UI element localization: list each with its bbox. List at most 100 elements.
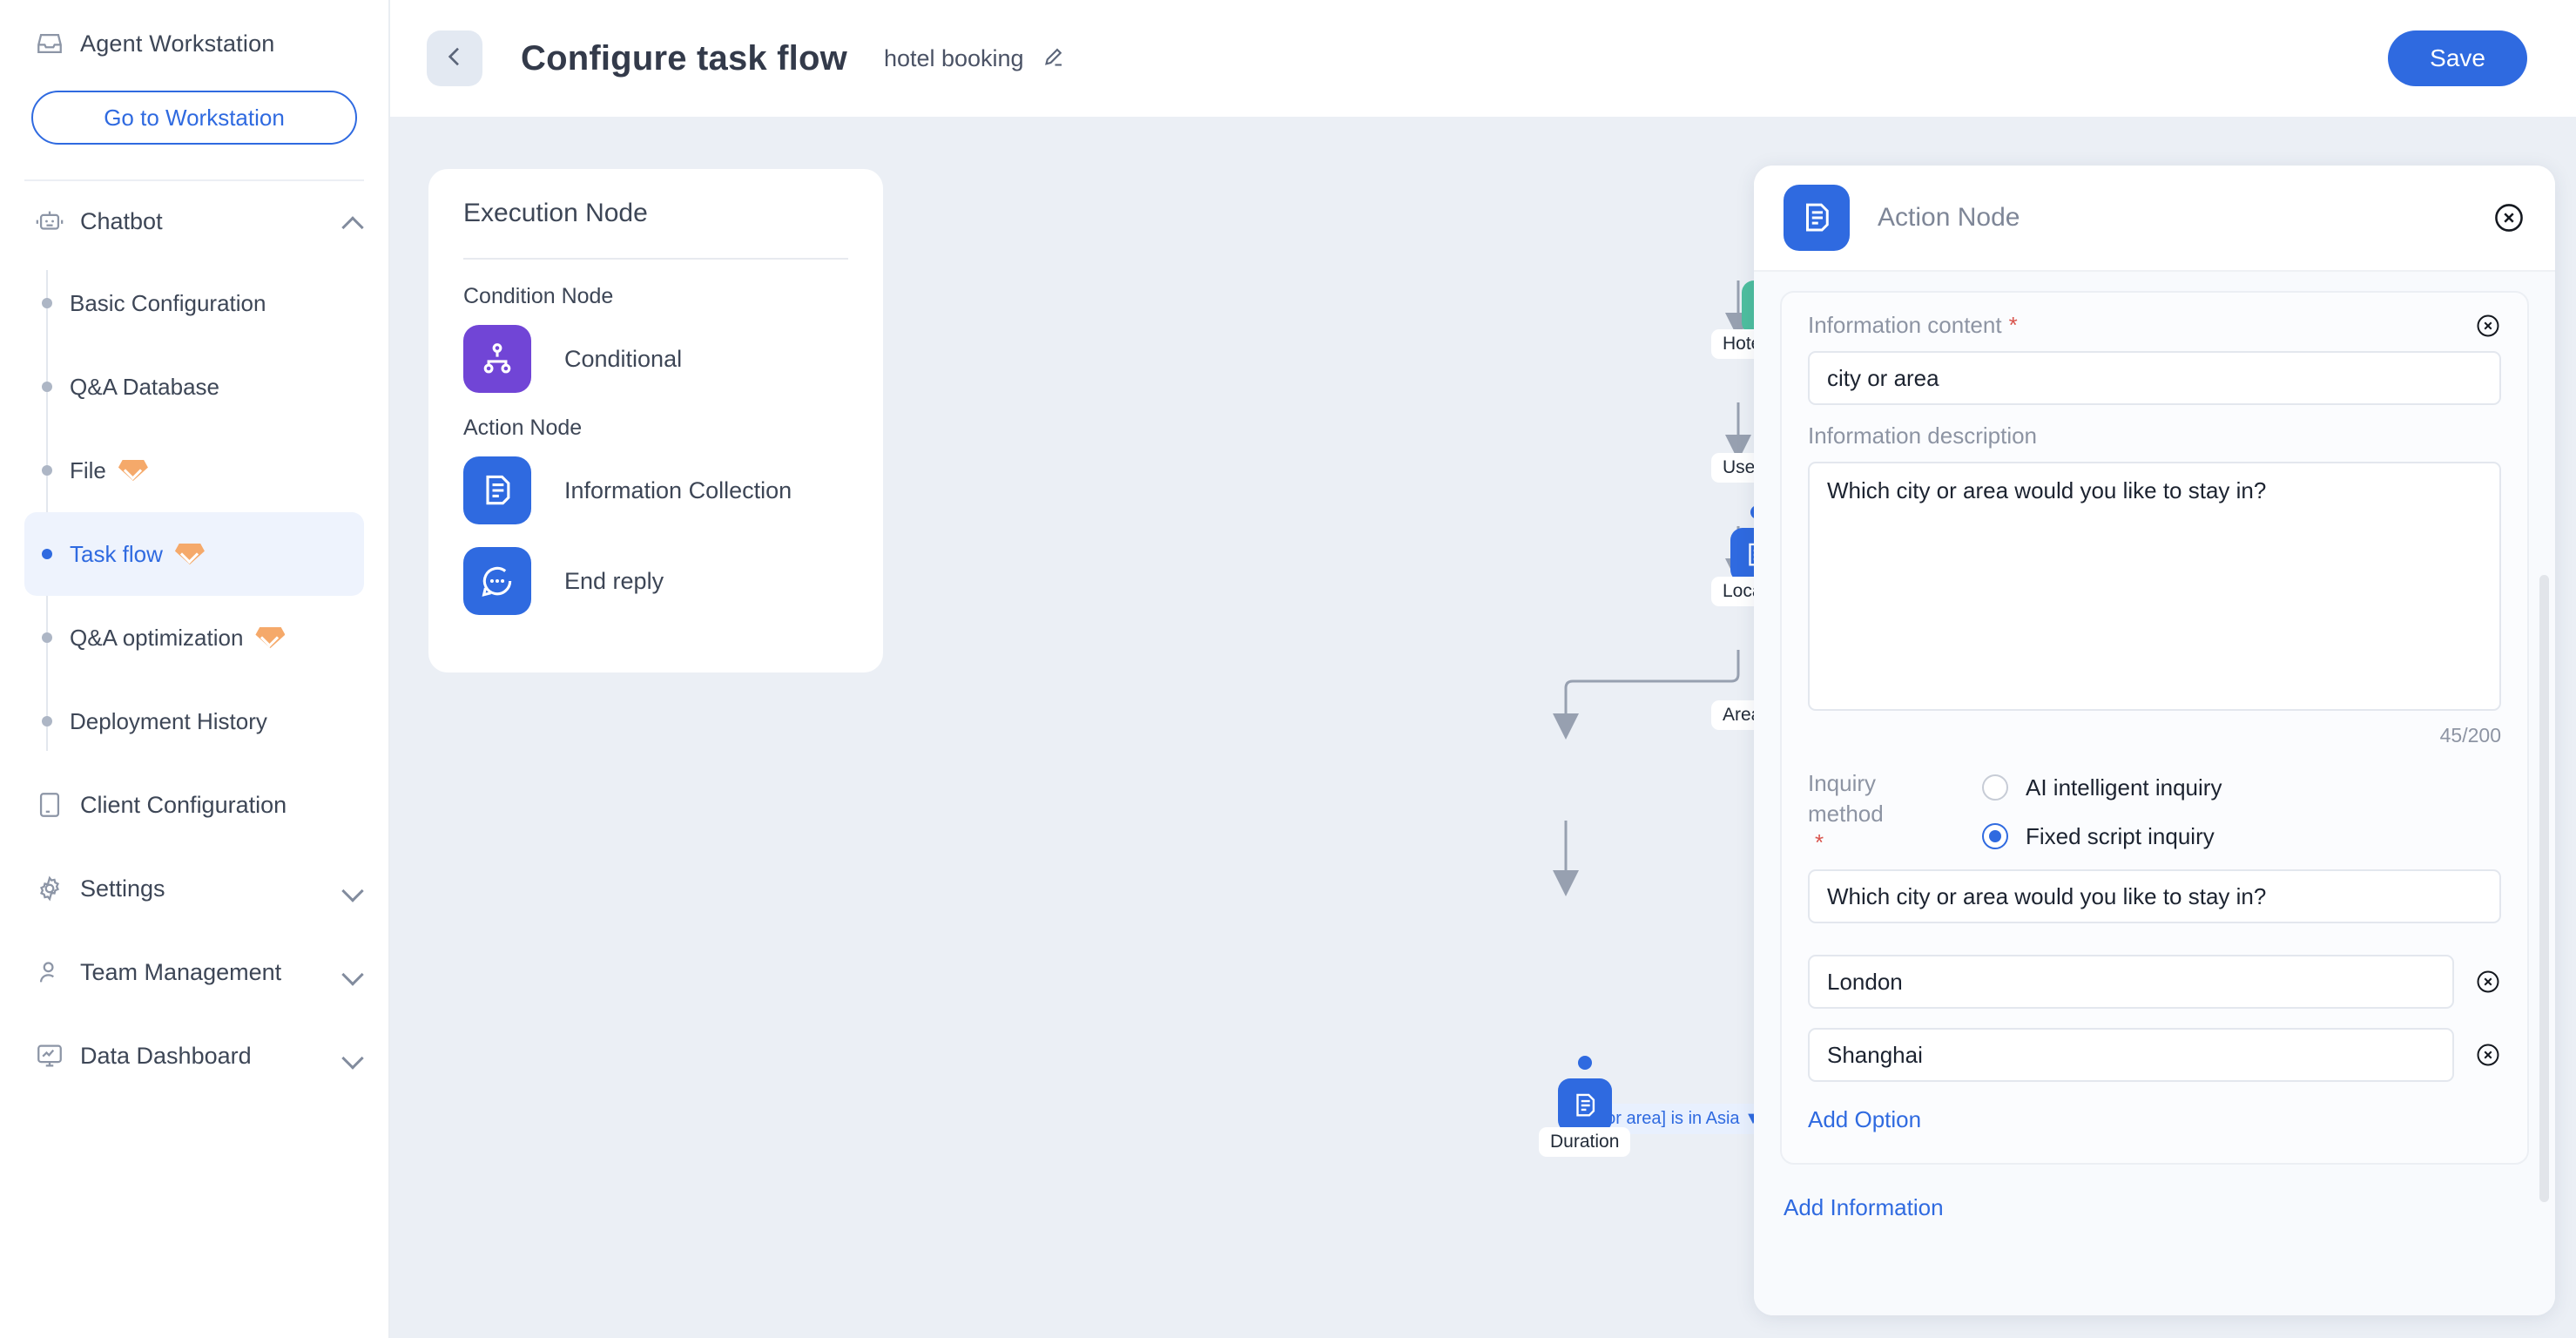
radio-fixed-script-inquiry[interactable]: Fixed script inquiry [1982, 812, 2501, 861]
bullet-dot [42, 465, 52, 476]
flow-node-duration[interactable]: Duration [1539, 1056, 1631, 1157]
execution-node-palette: Execution Node Condition Node Conditiona… [428, 169, 883, 672]
sidebar-item-label: Basic Configuration [70, 289, 266, 316]
sidebar-item-label: File [70, 456, 106, 483]
add-option-link[interactable]: Add Option [1808, 1106, 1922, 1132]
back-button[interactable] [427, 30, 482, 86]
new-badge-icon [255, 627, 285, 648]
palette-section-condition-title: Condition Node [463, 284, 614, 308]
panel-header: Action Node [1754, 166, 2555, 272]
required-marker: * [2008, 312, 2018, 338]
palette-item-conditional[interactable]: Conditional [463, 325, 848, 393]
inbox-icon [35, 29, 64, 58]
palette-item-end-reply[interactable]: End reply [463, 547, 848, 615]
fixed-script-input[interactable] [1808, 869, 2501, 923]
sidebar-item-basic-configuration[interactable]: Basic Configuration [24, 261, 364, 345]
radio-label: Fixed script inquiry [2026, 822, 2215, 849]
sidebar-item-client-configuration[interactable]: Client Configuration [24, 763, 364, 847]
sidebar-sub-list: Basic Configuration Q&A Database File Ta… [24, 261, 364, 763]
robot-icon [35, 206, 64, 236]
sidebar-item-deployment-history[interactable]: Deployment History [24, 679, 364, 763]
option-row-london [1808, 955, 2501, 1009]
node-port[interactable] [1577, 1056, 1592, 1070]
character-counter: 45/200 [2439, 724, 2501, 747]
information-description-label: Information description [1808, 422, 2038, 449]
brand-label: Agent Workstation [80, 30, 275, 57]
palette-title: Execution Node [463, 199, 648, 227]
main-area: Configure task flow hotel booking Save E… [390, 0, 2576, 1338]
inquiry-method-options: AI intelligent inquiry Fixed script inqu… [1982, 763, 2501, 861]
sidebar-item-file[interactable]: File [24, 429, 364, 512]
sidebar-group-chatbot[interactable]: Chatbot [24, 181, 364, 261]
new-badge-icon [175, 544, 205, 564]
palette-section-action-title: Action Node [463, 416, 583, 440]
radio-button[interactable] [1982, 823, 2008, 849]
sidebar-item-team-management[interactable]: Team Management [24, 930, 364, 1014]
sidebar-item-qa-optimization[interactable]: Q&A optimization [24, 596, 364, 679]
palette-item-information-collection[interactable]: Information Collection [463, 456, 848, 524]
document-icon [1784, 185, 1850, 251]
inquiry-method-block: Inquiry method* AI intelligent inquiry F… [1808, 763, 2501, 861]
required-marker: * [1815, 829, 1824, 856]
option-row-shanghai [1808, 1028, 2501, 1082]
new-badge-icon [118, 460, 148, 481]
top-bar: Configure task flow hotel booking Save [390, 0, 2576, 117]
inquiry-method-label-line2: method [1808, 801, 1884, 828]
sidebar-item-label: Data Dashboard [80, 1042, 252, 1069]
panel-scrollbar[interactable] [2539, 575, 2549, 1202]
chevron-down-icon [341, 961, 364, 983]
sidebar-item-settings[interactable]: Settings [24, 847, 364, 930]
information-description-label-row: Information description [1808, 422, 2501, 449]
panel-title: Action Node [1878, 203, 2020, 232]
flow-node-label: Duration [1539, 1127, 1631, 1157]
sidebar-divider [24, 179, 364, 181]
palette-item-label: Conditional [564, 345, 683, 372]
sidebar-group-label: Chatbot [80, 207, 163, 234]
bullet-dot [42, 716, 52, 726]
remove-option-icon[interactable] [2475, 969, 2501, 995]
chevron-down-icon [341, 877, 364, 900]
palette-item-label: End reply [564, 567, 664, 594]
radio-button[interactable] [1982, 774, 2008, 801]
sidebar-item-label: Team Management [80, 958, 282, 985]
sidebar-item-label: Client Configuration [80, 791, 287, 818]
action-node-panel: Action Node Information content * [1754, 166, 2555, 1315]
chevron-down-icon [341, 1044, 364, 1067]
sidebar-item-label: Settings [80, 875, 165, 902]
chat-bubble-icon [463, 547, 531, 615]
remove-option-icon[interactable] [2475, 1042, 2501, 1068]
arrow-left-icon [441, 43, 469, 75]
sidebar-item-qa-database[interactable]: Q&A Database [24, 345, 364, 429]
add-information-link[interactable]: Add Information [1784, 1194, 1944, 1220]
sitemap-icon [463, 325, 531, 393]
gear-icon [35, 874, 64, 903]
option-input[interactable] [1808, 1028, 2454, 1082]
pencil-icon[interactable] [1040, 45, 1066, 71]
close-circle-icon[interactable] [2492, 201, 2525, 234]
bullet-dot [42, 549, 52, 559]
go-to-workstation-button[interactable]: Go to Workstation [31, 91, 357, 145]
save-button[interactable]: Save [2388, 30, 2527, 86]
chart-monitor-icon [35, 1041, 64, 1071]
document-icon[interactable] [1557, 1078, 1612, 1132]
panel-body[interactable]: Information content * Information descri… [1754, 272, 2555, 1315]
flow-name: hotel booking [883, 44, 1024, 71]
information-content-label: Information content [1808, 312, 2002, 338]
palette-divider [463, 258, 848, 260]
inquiry-method-label-line1: Inquiry [1808, 770, 1877, 796]
sidebar-item-label: Q&A optimization [70, 624, 244, 651]
inquiry-method-label: Inquiry method* [1808, 763, 1982, 861]
brand: Agent Workstation [24, 0, 364, 87]
radio-ai-intelligent-inquiry[interactable]: AI intelligent inquiry [1982, 763, 2501, 812]
sidebar-item-data-dashboard[interactable]: Data Dashboard [24, 1014, 364, 1098]
monitor-icon [35, 790, 64, 820]
remove-information-icon[interactable] [2475, 313, 2501, 339]
page-title: Configure task flow [521, 38, 847, 78]
palette-item-label: Information Collection [564, 476, 792, 503]
information-content-input[interactable] [1808, 351, 2501, 405]
sidebar-item-task-flow[interactable]: Task flow [24, 512, 364, 596]
sidebar-item-label: Q&A Database [70, 373, 219, 400]
sidebar-item-label: Deployment History [70, 707, 267, 734]
option-input[interactable] [1808, 955, 2454, 1009]
information-description-textarea[interactable] [1808, 462, 2501, 711]
